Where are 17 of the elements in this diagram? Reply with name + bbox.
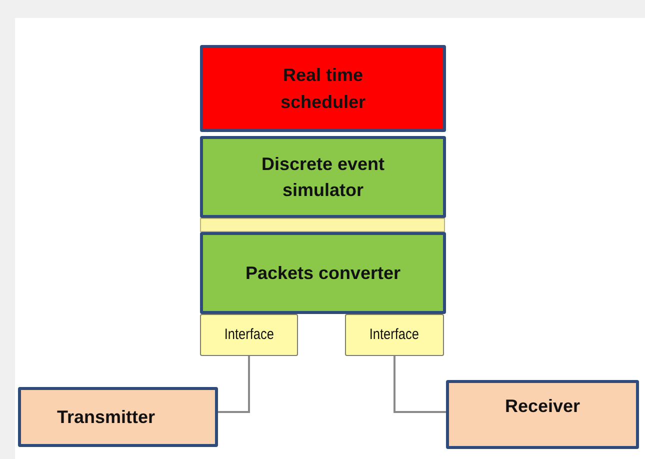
box-label: Discrete event simulator (260, 152, 386, 202)
interface-box (345, 314, 444, 356)
divider-band (200, 218, 445, 232)
process-box (200, 136, 446, 218)
connector-line (218, 356, 250, 413)
process-box (200, 232, 446, 314)
box-label: Receiver (504, 395, 580, 418)
box-label: Interface (224, 325, 274, 346)
box-label: Packets converter (245, 262, 401, 285)
process-box (200, 45, 446, 132)
connector-line (394, 356, 446, 413)
box-label: Real time scheduler (279, 64, 367, 114)
box-label: Interface (370, 325, 420, 346)
process-box (446, 380, 639, 449)
process-box (18, 387, 218, 447)
interface-box (200, 314, 298, 356)
box-label: Transmitter (56, 406, 156, 429)
